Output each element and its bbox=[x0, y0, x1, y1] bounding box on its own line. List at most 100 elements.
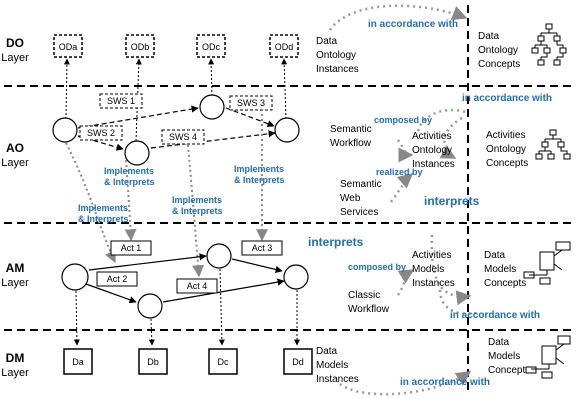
sws-3-label: SWS 3 bbox=[237, 98, 265, 108]
node-db-label: Db bbox=[147, 357, 159, 367]
node-odd-label: ODd bbox=[275, 42, 294, 52]
composed-by-label-1: composed by bbox=[374, 115, 432, 125]
implements-2-line1: Implements bbox=[78, 203, 128, 213]
am-to-dm-arrows bbox=[73, 268, 300, 346]
node-da bbox=[63, 348, 93, 375]
node-dc bbox=[208, 348, 238, 375]
node-da-label: Da bbox=[72, 357, 84, 367]
accordance-label-3: in accordance with bbox=[450, 310, 540, 321]
sws-1-label: SWS 1 bbox=[107, 96, 135, 106]
instance-labels: Data Ontology Instances Semantic Workflo… bbox=[316, 36, 455, 385]
act-2-label: Act 2 bbox=[107, 274, 128, 284]
semantic-workflow-1: Semantic bbox=[330, 124, 372, 135]
layer-ao-label: Layer bbox=[1, 157, 29, 169]
activities-ontology-concepts-2: Ontology bbox=[486, 144, 526, 155]
implements-3-line2: & Interprets bbox=[172, 206, 223, 216]
node-odb bbox=[125, 34, 155, 58]
act-4-label: Act 4 bbox=[187, 281, 208, 291]
ao-circle-2 bbox=[124, 140, 150, 166]
interprets-main-label: interprets bbox=[308, 235, 364, 249]
relation-labels: in accordance with in accordance with in… bbox=[308, 19, 552, 388]
node-dd bbox=[283, 348, 313, 375]
concept-labels: Data Ontology Concepts Activities Ontolo… bbox=[478, 31, 530, 376]
activities-ontology-instances-2: Ontology bbox=[412, 145, 452, 156]
node-dc-label: Dc bbox=[218, 357, 229, 367]
node-db bbox=[138, 348, 168, 375]
data-models-concepts-am-3: Concepts bbox=[484, 278, 526, 289]
implements-3-line1: Implements bbox=[172, 195, 222, 205]
data-models-concepts-am-1: Data bbox=[484, 250, 506, 261]
ao-circle-3 bbox=[199, 94, 225, 120]
activities-ontology-instances-3: Instances bbox=[412, 159, 455, 170]
node-odc bbox=[196, 34, 226, 58]
act-4-box bbox=[176, 278, 218, 294]
node-odc-label: ODc bbox=[202, 42, 221, 52]
sws-4-box bbox=[161, 129, 205, 145]
layer-do-name: DO bbox=[6, 36, 24, 50]
ontology-tree-icon bbox=[531, 23, 567, 66]
implements-2-line2: & Interprets bbox=[78, 214, 129, 224]
semantic-web-services-3: Services bbox=[340, 207, 378, 218]
activities-models-instances-2: Models bbox=[412, 264, 444, 275]
data-ontology-concepts-2: Ontology bbox=[478, 45, 518, 56]
sws-1-box bbox=[99, 93, 143, 109]
accordance-label-2: in accordance with bbox=[462, 93, 552, 104]
data-ontology-instances-1: Data bbox=[316, 36, 338, 47]
data-models-concepts-dm-2: Models bbox=[488, 351, 520, 362]
implements-links bbox=[65, 114, 268, 278]
act-3-label: Act 3 bbox=[252, 243, 273, 253]
layer-ao-name: AO bbox=[6, 141, 24, 155]
am-workflow: Act 1 Act 2 Act 3 Act 4 bbox=[61, 240, 309, 319]
layer-dm-name: DM bbox=[6, 351, 25, 365]
node-oda-label: ODa bbox=[59, 42, 78, 52]
data-models-concepts-dm-3: Concepts bbox=[488, 365, 530, 376]
accordance-label-4: in accordance with bbox=[400, 377, 490, 388]
data-models-concepts-am-2: Models bbox=[484, 264, 516, 275]
do-nodes: ODa ODb ODc ODd bbox=[53, 34, 299, 58]
data-models-instances-2: Models bbox=[316, 360, 348, 371]
activities-ontology-concepts-1: Activities bbox=[486, 130, 525, 141]
activities-ontology-instances-1: Activities bbox=[412, 131, 451, 142]
classic-workflow-1: Classic bbox=[348, 290, 380, 301]
data-models-concepts-dm-1: Data bbox=[488, 337, 510, 348]
ao-workflow: SWS 1 SWS 2 SWS 3 SWS 4 bbox=[52, 93, 300, 166]
layer-am-label: Layer bbox=[1, 277, 29, 289]
data-model-icon-am bbox=[523, 241, 571, 285]
realized-by-label: realized by bbox=[376, 167, 423, 177]
dm-nodes: Da Db Dc Dd bbox=[63, 348, 313, 375]
implements-labels: Implements & Interprets Implements & Int… bbox=[78, 164, 285, 224]
data-ontology-concepts-1: Data bbox=[478, 31, 500, 42]
data-models-instances-1: Data bbox=[316, 346, 338, 357]
implements-1-line2: & Interprets bbox=[104, 177, 155, 187]
activities-ontology-concepts-3: Concepts bbox=[486, 158, 528, 169]
data-model-icon-dm bbox=[525, 335, 571, 379]
semantic-web-services-1: Semantic bbox=[340, 179, 382, 190]
data-ontology-instances-2: Ontology bbox=[316, 50, 356, 61]
layer-dm-label: Layer bbox=[1, 367, 29, 379]
am-circle-4 bbox=[283, 264, 309, 290]
node-odb-label: ODb bbox=[131, 42, 150, 52]
layer-labels: DO Layer AO Layer AM Layer DM Layer bbox=[1, 36, 29, 379]
activity-ontology-tree-icon bbox=[535, 129, 571, 160]
act-3-box bbox=[241, 240, 283, 256]
ao-circle-1 bbox=[52, 117, 78, 143]
semantic-web-services-2: Web bbox=[340, 193, 361, 204]
implements-4-line2: & Interprets bbox=[234, 175, 285, 185]
data-ontology-concepts-3: Concepts bbox=[478, 59, 520, 70]
sws-2-box bbox=[79, 125, 123, 141]
composed-by-label-2: composed by bbox=[348, 262, 406, 272]
sws-4-label: SWS 4 bbox=[169, 132, 197, 142]
accordance-label-1: in accordance with bbox=[368, 19, 458, 30]
activities-models-instances-3: Instances bbox=[412, 278, 455, 289]
interprets-right-label: interprets bbox=[424, 194, 480, 208]
sws-3-box bbox=[229, 95, 273, 111]
semantic-workflow-2: Workflow bbox=[330, 138, 372, 149]
act-1-label: Act 1 bbox=[121, 243, 142, 253]
accordance-connectors bbox=[328, 4, 481, 396]
node-oda bbox=[53, 34, 83, 58]
data-models-instances-3: Instances bbox=[316, 374, 359, 385]
am-circle-1 bbox=[61, 263, 89, 291]
sws-2-label: SWS 2 bbox=[87, 128, 115, 138]
node-odd bbox=[269, 34, 299, 58]
